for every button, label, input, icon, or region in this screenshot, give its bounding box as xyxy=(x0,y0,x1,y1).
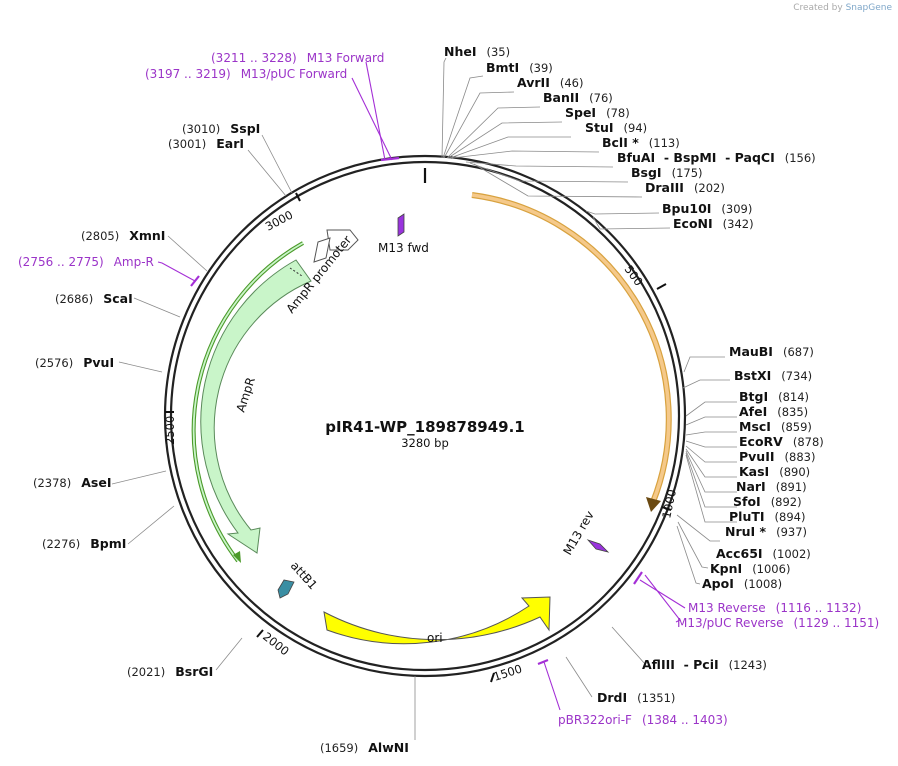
ori-arrow xyxy=(323,596,551,645)
enzyme-labels: NheI(35) BmtI(39) AvrII(46) BanII(76) Sp… xyxy=(33,44,824,755)
plasmid-length: 3280 bp xyxy=(401,436,449,450)
primer-labels: (3211 .. 3228)M13 Forward (3197 .. 3219)… xyxy=(18,51,879,727)
ampr-promoter-arrow xyxy=(326,229,359,251)
plasmid-name: pIR41-WP_189878949.1 xyxy=(325,418,524,436)
enzyme-label: KpnI(1006) xyxy=(710,561,790,576)
enzyme-label: (2805)XmnI xyxy=(81,228,165,243)
orange-feature-arc xyxy=(471,192,672,504)
enzyme-label: AflIII - PciI(1243) xyxy=(642,657,767,672)
enzyme-label: BsgI(175) xyxy=(631,165,703,180)
enzyme-leaders xyxy=(111,57,737,740)
enzyme-label: KasI(890) xyxy=(739,464,810,479)
enzyme-label: PvuII(883) xyxy=(739,449,815,464)
enzyme-label: BclI *(113) xyxy=(602,135,680,150)
tick-label: 2500 xyxy=(163,416,177,445)
m13-fwd-label: M13 fwd xyxy=(378,241,429,255)
primer-leaders xyxy=(157,61,686,711)
enzyme-label: BanII(76) xyxy=(543,90,613,105)
enzyme-label: MscI(859) xyxy=(739,419,812,434)
enzyme-label: BfuAI - BspMI - PaqCI(156) xyxy=(617,150,816,165)
backbone-inner xyxy=(169,160,681,672)
tick-label: 1000 xyxy=(659,488,679,520)
enzyme-label: NheI(35) xyxy=(444,44,510,59)
enzyme-label: (3010)SspI xyxy=(182,121,260,136)
enzyme-label: BtgI(814) xyxy=(739,389,809,404)
enzyme-label: EcoRV(878) xyxy=(739,434,824,449)
m13-fwd-arrow xyxy=(397,213,405,237)
enzyme-label: (2576)PvuI xyxy=(35,355,114,370)
enzyme-label: (2276)BpmI xyxy=(42,536,126,551)
credit-prefix: Created by xyxy=(793,3,843,13)
enzyme-label: EcoNI(342) xyxy=(673,216,754,231)
orange-feature-arc-inner xyxy=(471,193,671,503)
primer-label: M13/pUC Reverse(1129 .. 1151) xyxy=(677,616,879,630)
primer-label: (2756 .. 2775)Amp-R xyxy=(18,255,154,269)
tick-label: 1500 xyxy=(492,661,524,683)
primer-label: M13 Reverse(1116 .. 1132) xyxy=(688,601,861,615)
enzyme-label: DraIII(202) xyxy=(645,180,725,195)
enzyme-label: DrdI(1351) xyxy=(597,690,675,705)
tick-label: 2000 xyxy=(260,629,292,658)
ampr-label: AmpR xyxy=(234,375,258,413)
primer-label: pBR322ori-F(1384 .. 1403) xyxy=(558,713,728,727)
snapgene-brand: SnapGene xyxy=(845,3,892,13)
enzyme-label: AfeI(835) xyxy=(739,404,808,419)
enzyme-label: (1659)AlwNI xyxy=(320,740,409,755)
enzyme-label: SfoI(892) xyxy=(733,494,802,509)
backbone-outer xyxy=(163,154,687,678)
ori-label: ori xyxy=(427,631,443,645)
enzyme-label: (2378)AseI xyxy=(33,475,112,490)
attb1-arrow xyxy=(277,579,295,599)
snapgene-credit: Created by SnapGene xyxy=(793,3,892,13)
enzyme-label: ApoI(1008) xyxy=(702,576,782,591)
ampr-feature xyxy=(191,229,359,563)
enzyme-label: BmtI(39) xyxy=(486,60,553,75)
primer-label: (3197 .. 3219)M13/pUC Forward xyxy=(145,67,347,81)
enzyme-label: BstXI(734) xyxy=(734,368,812,383)
enzyme-label: SpeI(78) xyxy=(565,105,630,120)
enzyme-label: AvrII(46) xyxy=(517,75,583,90)
enzyme-label: NruI *(937) xyxy=(725,524,807,539)
m13-rev-label: M13 rev xyxy=(560,508,596,557)
enzyme-label: Bpu10I(309) xyxy=(662,201,752,216)
enzyme-label: StuI(94) xyxy=(585,120,647,135)
enzyme-label: Acc65I(1002) xyxy=(716,546,811,561)
ampr-arrow xyxy=(200,259,312,554)
attb1-label: attB1 xyxy=(288,559,320,593)
enzyme-label: (3001)EarI xyxy=(168,136,244,151)
enzyme-label: MauBI(687) xyxy=(729,344,814,359)
tick-label: 3000 xyxy=(263,208,295,234)
orange-feature-arrowhead xyxy=(646,497,661,512)
enzyme-label: PluTI(894) xyxy=(729,509,805,524)
enzyme-label: (2686)ScaI xyxy=(55,291,133,306)
enzyme-label: NarI(891) xyxy=(736,479,807,494)
enzyme-label: (2021)BsrGI xyxy=(127,664,213,679)
m13-rev-arrow xyxy=(586,539,610,553)
primer-label: (3211 .. 3228)M13 Forward xyxy=(211,51,384,65)
